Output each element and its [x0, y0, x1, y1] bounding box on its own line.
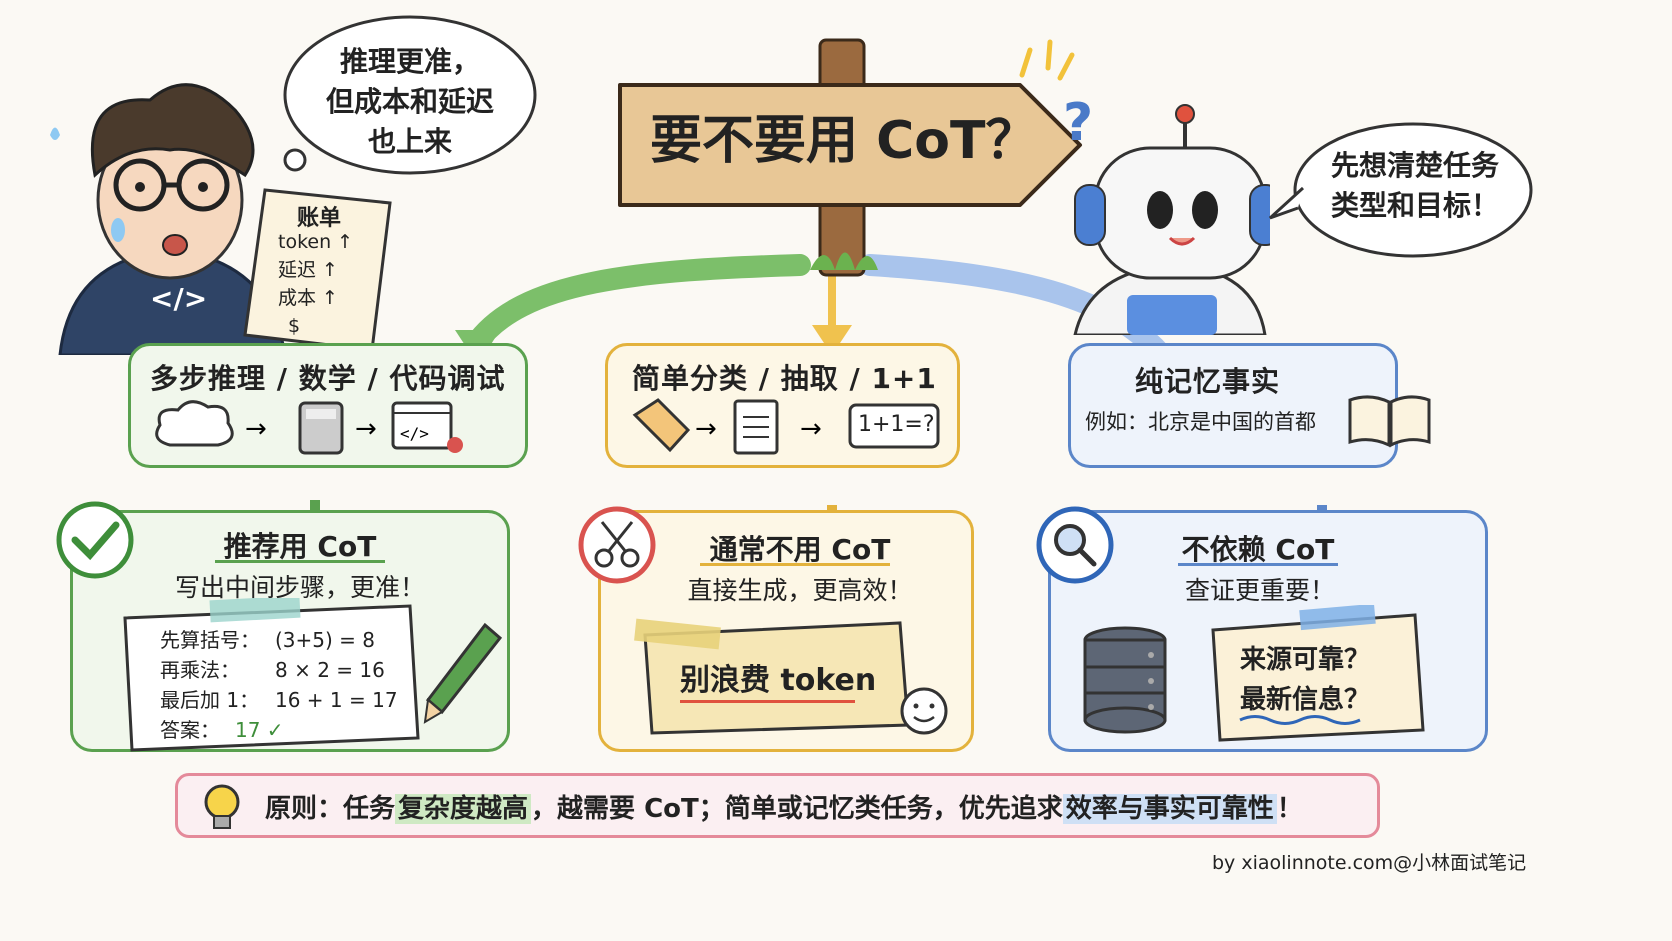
no-cot-title: 通常不用 CoT	[709, 533, 891, 566]
step-row-1: 先算括号： (3+5) = 8	[160, 628, 376, 652]
category-simple-title: 简单分类 / 抽取 / 1+1	[632, 362, 937, 395]
step-row-2: 再乘法： 8 × 2 = 16	[160, 658, 385, 682]
magnifier-icon	[1036, 506, 1114, 584]
smiley-icon	[900, 687, 948, 735]
question-mark-icon: ?	[1063, 93, 1093, 153]
thinking-robot: ?	[1063, 93, 1270, 335]
verify-underline	[1178, 563, 1338, 566]
bill-items: token ↑ 延迟 ↑ 成本 ↑ $	[278, 228, 353, 340]
no-cot-subtitle: 直接生成，更高效！	[687, 576, 913, 605]
steps-list: 先算括号： (3+5) = 8 再乘法： 8 × 2 = 16 最后加 1： 1…	[160, 625, 398, 745]
credit-text: by xiaolinnote.com@小林面试笔记	[1212, 852, 1527, 874]
step-row-3: 最后加 1： 16 + 1 = 17	[160, 688, 398, 712]
memory-example: 例如：北京是中国的首都	[1085, 410, 1316, 434]
note-underline	[680, 700, 855, 703]
svg-text:</>: </>	[400, 424, 429, 443]
no-cot-note: 别浪费 token	[680, 663, 877, 698]
thought-cloud-icon	[155, 400, 234, 447]
category-reasoning-title: 多步推理 / 数学 / 代码调试	[150, 362, 506, 395]
bill-item-dollar: $	[288, 315, 301, 337]
bill-item-cost: 成本 ↑	[278, 287, 338, 309]
svg-text:→: →	[695, 414, 717, 444]
green-curve-arrow	[464, 254, 811, 356]
reasoning-icons: → → </>	[155, 400, 463, 455]
principle-text: 原则：任务复杂度越高，越需要 CoT；简单或记忆类任务，优先追求效率与事实可靠性…	[265, 794, 1303, 824]
signpost	[618, 38, 1082, 277]
pencil-icon	[423, 622, 503, 724]
robot-speech-bubble	[1268, 122, 1533, 258]
person-speech-bubble	[283, 15, 537, 175]
svg-text:→: →	[245, 414, 267, 444]
robot-bubble-text: 先想清楚任务 类型和目标！	[1330, 149, 1499, 222]
scissors-icon	[578, 506, 656, 584]
code-window-icon	[391, 401, 453, 450]
verify-note-text: 来源可靠？ 最新信息？	[1240, 645, 1371, 715]
sign-title: 要不要用 CoT？	[650, 111, 1038, 171]
math-card-icon	[848, 403, 940, 449]
verify-title: 不依赖 CoT	[1181, 533, 1335, 566]
bug-icon	[447, 437, 463, 453]
lightbulb-icon	[204, 784, 240, 829]
bill-title: 账单	[297, 206, 342, 231]
use-cot-subtitle: 写出中间步骤，更准！	[174, 573, 425, 602]
use-cot-title: 推荐用 CoT	[223, 530, 377, 563]
tag-icon	[632, 398, 691, 453]
stressed-developer	[50, 83, 287, 355]
no-cot-underline	[700, 563, 890, 566]
database-icon	[1083, 626, 1167, 734]
highlight-efficiency: 效率与事实可靠性	[1062, 794, 1277, 824]
step-row-4: 答案： 17 ✓	[160, 718, 284, 742]
highlight-complexity: 复杂度越高	[395, 794, 532, 824]
bill-item-token: token ↑	[278, 231, 354, 253]
blue-curve-arrow	[859, 254, 1181, 376]
person-bubble-text: 推理更准， 但成本和延迟 也上来	[325, 45, 494, 158]
simple-icons: → →	[632, 398, 940, 455]
open-book-icon	[1348, 395, 1431, 448]
sticky-note	[634, 618, 948, 735]
simple-example: 1+1=?	[858, 412, 935, 437]
check-circle-icon	[56, 501, 134, 579]
verify-note	[1211, 605, 1425, 742]
bill-item-latency: 延迟 ↑	[278, 259, 338, 281]
notebook-paper	[123, 598, 420, 752]
shirt-logo: </>	[150, 282, 208, 315]
use-cot-underline	[215, 560, 385, 563]
verify-subtitle: 查证更重要！	[1184, 576, 1335, 605]
svg-text:→: →	[800, 414, 822, 444]
svg-text:→: →	[355, 414, 377, 444]
category-memory-title: 纯记忆事实	[1135, 365, 1281, 398]
